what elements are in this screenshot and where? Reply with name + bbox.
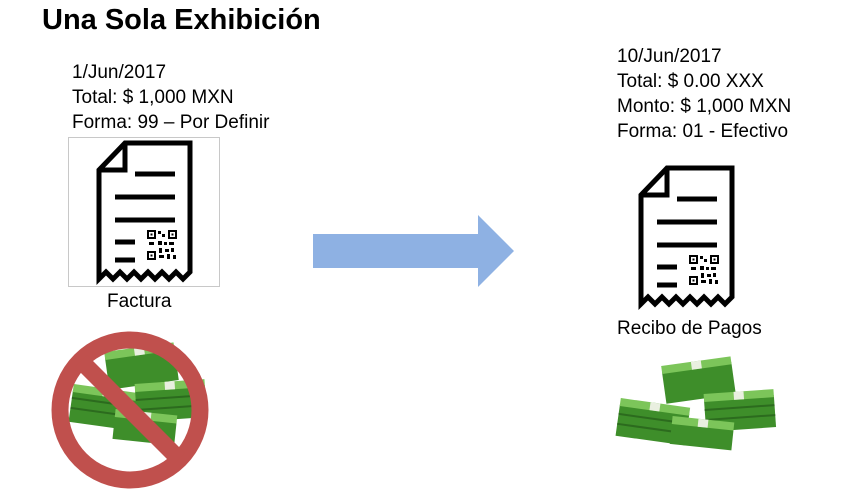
payment-caption: Recibo de Pagos [617,318,762,339]
payment-method: Forma: 01 - Efectivo [617,121,789,142]
invoice-date: 1/Jun/2017 [72,62,167,83]
payment-details: 10/Jun/2017 Total: $ 0.00 XXX Monto: $ 1… [617,44,791,144]
invoice-caption: Factura [107,291,172,312]
prohibited-icon [51,331,209,489]
payment-money-stack-icon [615,356,777,451]
prohibited-money-group [51,331,209,489]
receipt-qr-code-icon [689,255,719,285]
payment-date: 10/Jun/2017 [617,46,722,67]
invoice-payment-method: Forma: 99 – Por Definir [72,112,270,133]
page-title: Una Sola Exhibición [42,4,321,36]
payment-amount: Monto: $ 1,000 MXN [617,96,792,117]
invoice-document-icon [96,140,193,286]
flow-arrow [313,215,514,287]
invoice-details: 1/Jun/2017 Total: $ 1,000 MXN Forma: 99 … [72,60,269,135]
invoice-qr-code-icon [147,230,177,260]
payment-total: Total: $ 0.00 XXX [617,71,764,92]
receipt-document-icon [638,165,735,311]
invoice-total: Total: $ 1,000 MXN [72,87,234,108]
invoice-image-frame [68,137,220,287]
